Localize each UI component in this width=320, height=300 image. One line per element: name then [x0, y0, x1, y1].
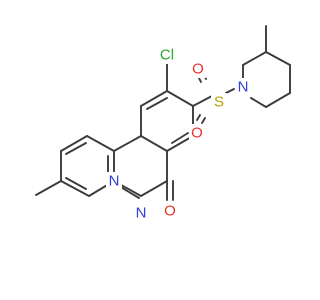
- bond: [35, 180, 62, 196]
- ring-nitrogen-atom: N: [133, 204, 149, 222]
- bond: [140, 90, 168, 107]
- bridgehead-nitrogen-label: N: [109, 173, 120, 190]
- bond: [118, 185, 140, 199]
- bond: [60, 180, 90, 197]
- bond: [250, 97, 267, 108]
- bond: [140, 180, 168, 197]
- piperidine-nitrogen-atom: N: [235, 78, 251, 96]
- bond: [113, 135, 142, 152]
- chlorine-atom: Cl: [157, 46, 179, 64]
- oxygen-label-lower: O: [191, 125, 203, 142]
- structure-diagram: Cl S O O N N N: [35, 25, 291, 222]
- molecule-canvas: Cl S O O N N N: [35, 25, 291, 222]
- bond: [225, 88, 235, 94]
- bond: [65, 177, 87, 190]
- bond: [65, 142, 87, 155]
- bond: [166, 135, 194, 152]
- bond: [242, 51, 267, 66]
- bridgehead-nitrogen-atom: N: [106, 172, 122, 190]
- bond: [146, 97, 168, 110]
- bond: [86, 135, 115, 152]
- ring-nitrogen-label: N: [136, 205, 147, 222]
- sulfur-label: S: [214, 94, 224, 111]
- carbonyl-oxygen-atom: O: [162, 202, 178, 220]
- atom-labels: Cl S O O N N N: [106, 46, 251, 222]
- piperidine-nitrogen-label: N: [238, 79, 249, 96]
- bond: [192, 95, 213, 107]
- chlorine-label: Cl: [160, 47, 174, 64]
- oxygen-atom-lower: O: [189, 124, 205, 142]
- bond: [140, 135, 168, 152]
- bond: [265, 51, 291, 66]
- sulfur-atom: S: [211, 93, 227, 111]
- bond: [201, 117, 206, 124]
- bond: [171, 132, 189, 144]
- oxygen-label-upper: O: [192, 61, 204, 78]
- carbonyl-oxygen-label: O: [164, 203, 176, 220]
- oxygen-atom-upper: O: [190, 60, 206, 78]
- bond: [265, 92, 291, 108]
- bond: [60, 135, 88, 152]
- bond: [166, 90, 194, 107]
- bond: [196, 114, 201, 121]
